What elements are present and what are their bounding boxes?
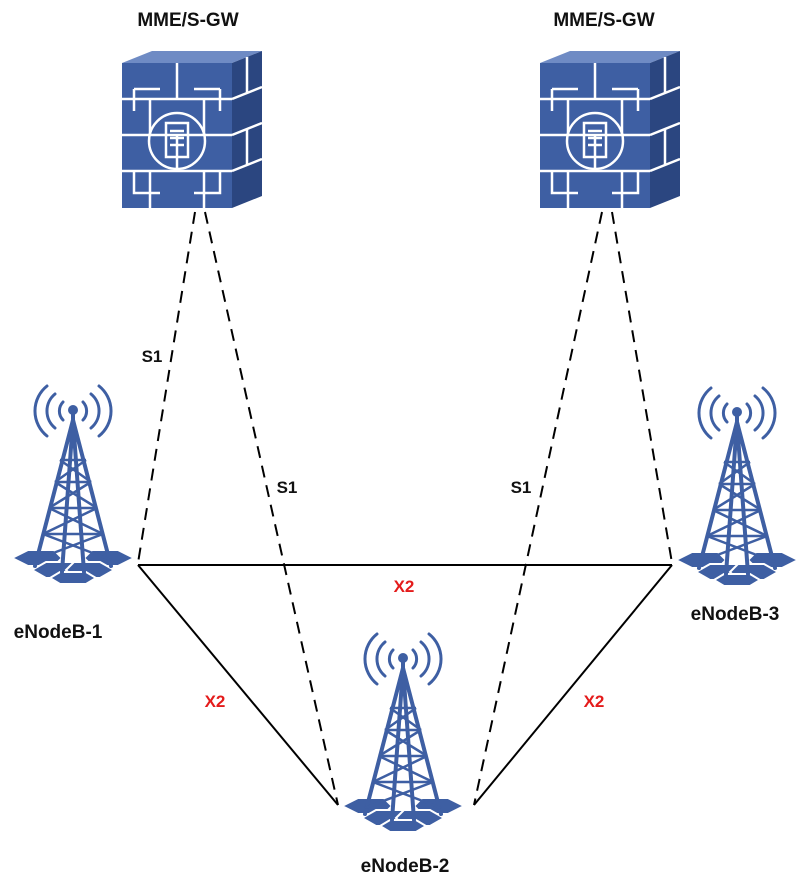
x2-label-enb1-enb2: X2 [205,692,226,711]
x2-label-enb2-enb3: X2 [584,692,605,711]
firewall-server-icon [538,49,682,210]
enodeb-1-label: eNodeB-1 [14,622,103,643]
mme-sgw-node-1: MME/S-GW [120,10,264,210]
x2-label-enb1-enb3: X2 [394,577,415,596]
s1-link-mme1-enb1 [137,211,196,564]
radio-tower-icon [340,632,466,834]
enodeb-2-label: eNodeB-2 [361,856,450,877]
x2-link-enb1-enb2 [137,564,339,806]
radio-tower-icon [10,384,136,586]
enodeb-2-node: eNodeB-2 [340,632,466,877]
s1-link-mme2-enb3 [611,211,673,564]
mme-sgw-node-2: MME/S-GW [538,10,682,210]
links [137,211,673,806]
s1-link-mme1-enb2 [204,211,339,806]
link-labels: S1 S1 S1 X2 X2 X2 [142,347,605,711]
s1-label-mme2-enb2: S1 [511,478,532,497]
firewall-server-icon [120,49,264,210]
enodeb-3-node: eNodeB-3 [674,386,800,625]
mme-sgw-1-label: MME/S-GW [137,10,238,31]
radio-tower-icon [674,386,800,588]
mme-sgw-2-label: MME/S-GW [553,10,654,31]
enodeb-1-node: eNodeB-1 [10,384,136,643]
s1-label-mme1-enb2: S1 [277,478,298,497]
enodeb-3-label: eNodeB-3 [691,604,780,625]
x2-link-enb2-enb3 [473,564,673,806]
s1-link-mme2-enb2 [473,211,603,806]
s1-label-mme1-enb1: S1 [142,347,163,366]
